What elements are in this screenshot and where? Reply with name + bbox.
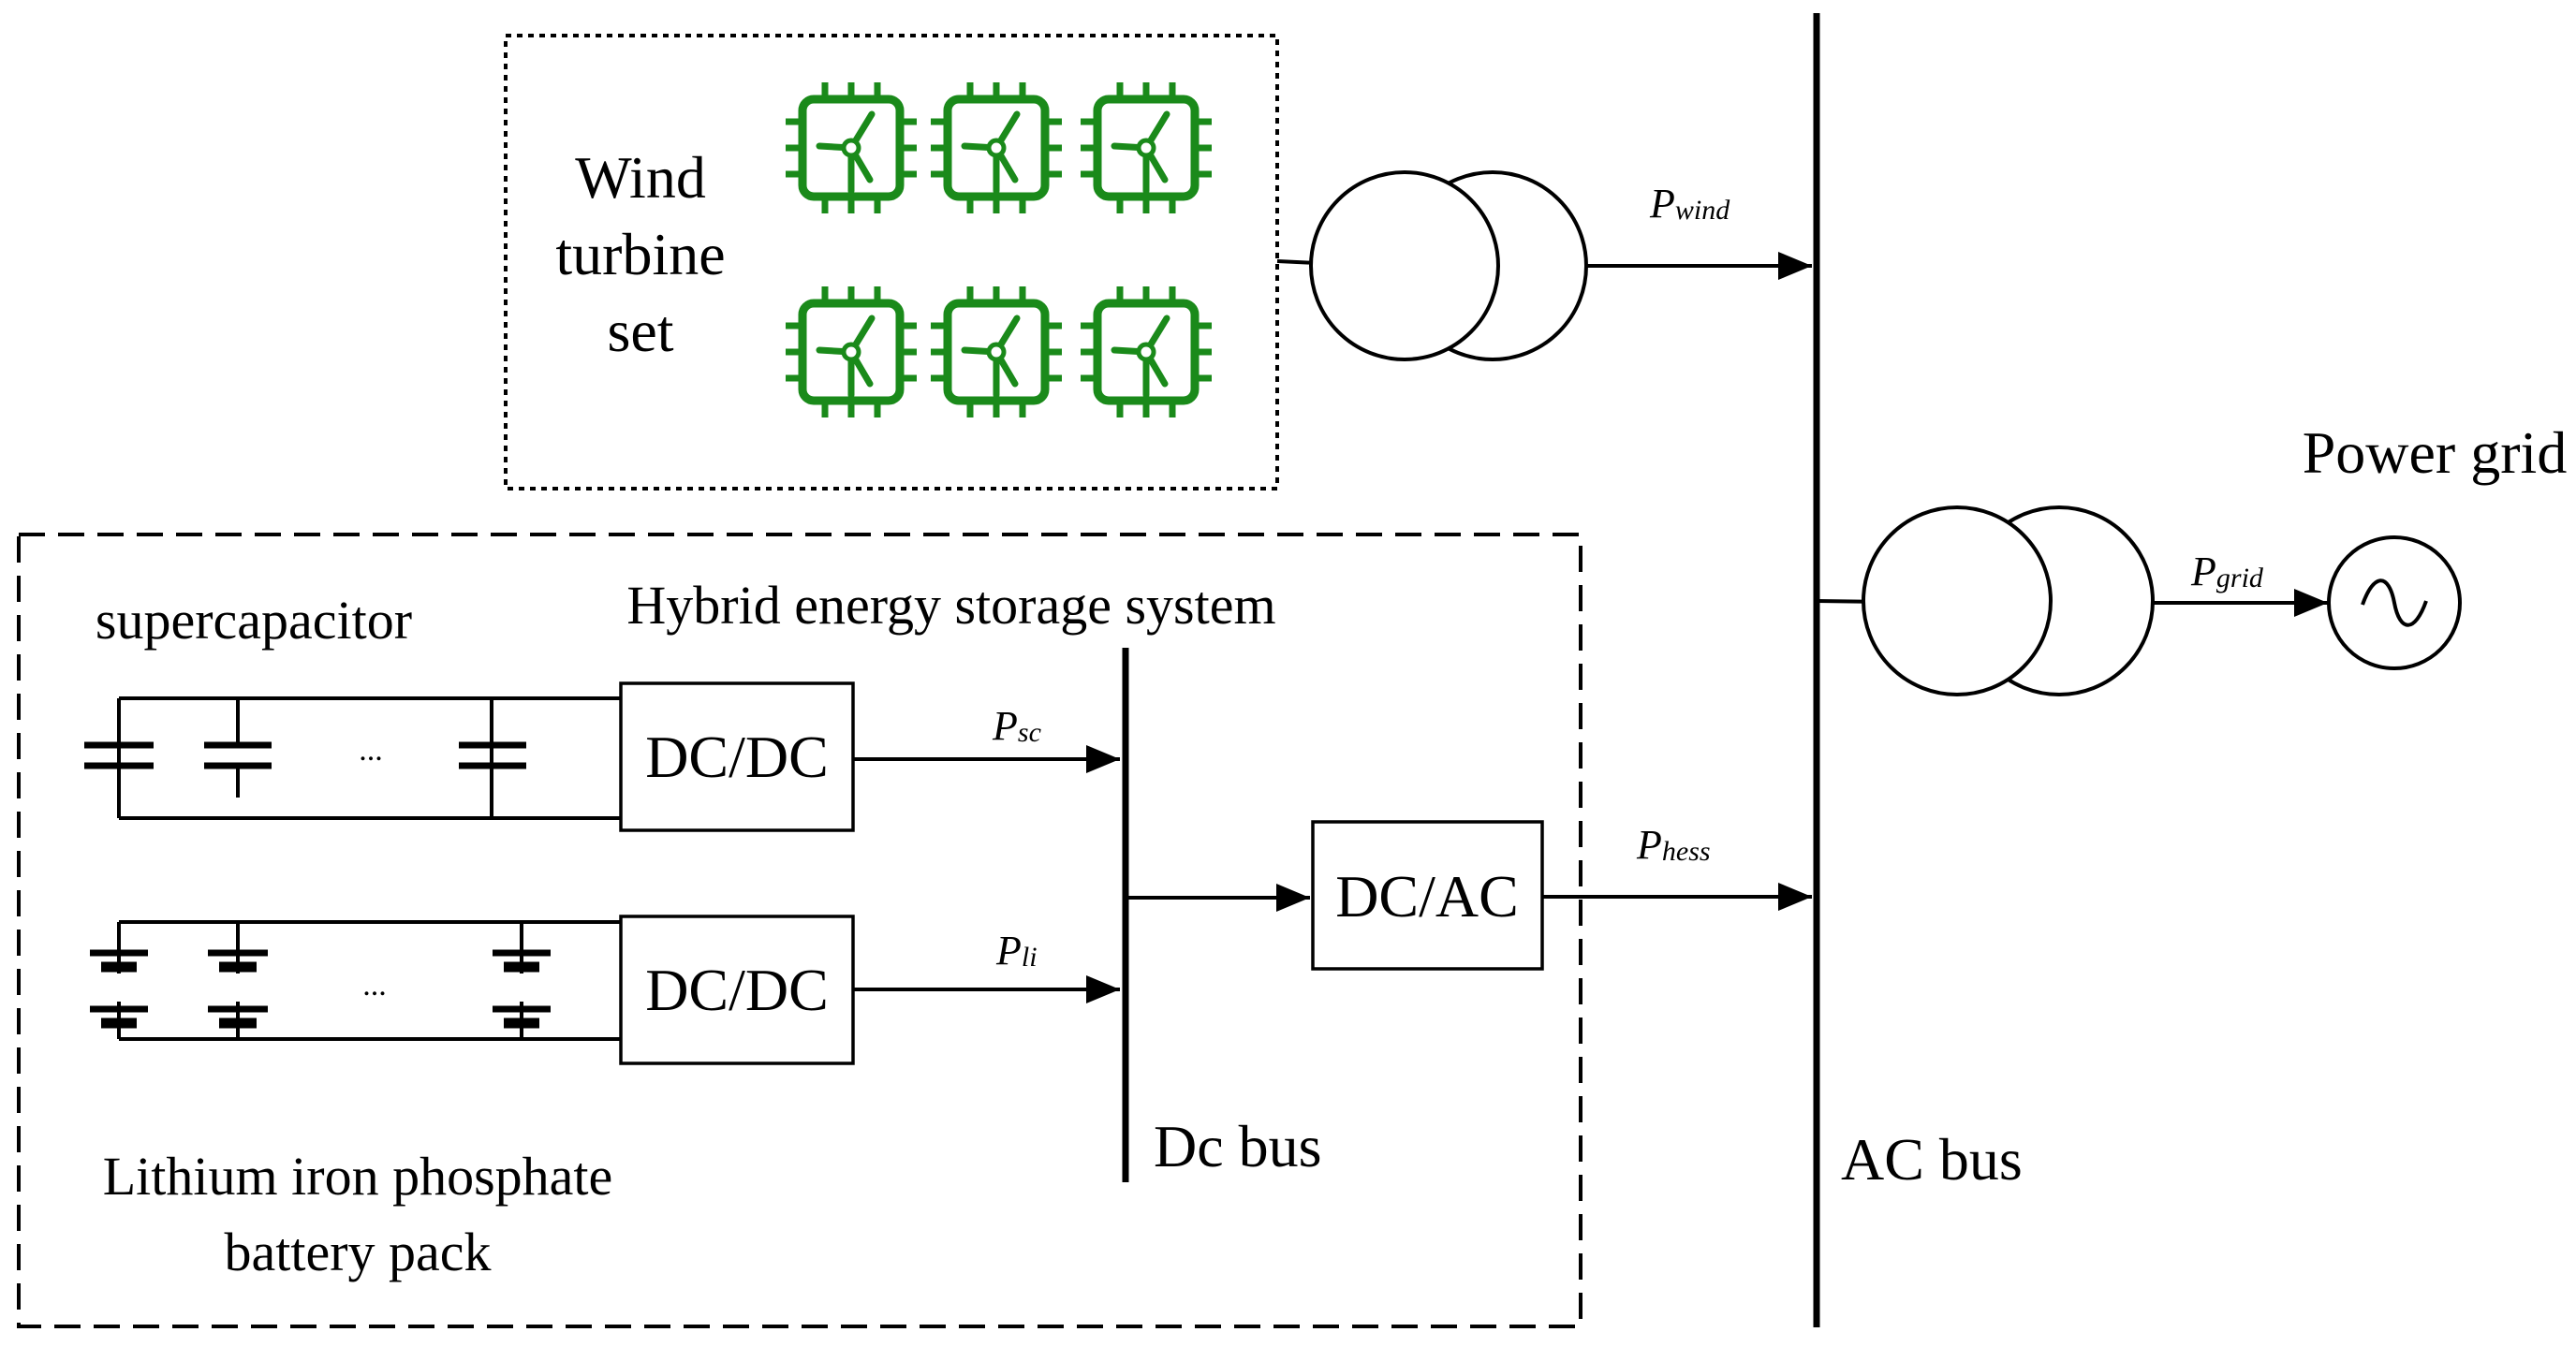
wind-turbine-icon — [931, 82, 1062, 213]
grid-transformer-icon — [1862, 505, 2155, 696]
wind-turbine-icon — [1081, 286, 1212, 417]
supercapacitor-label: supercapacitor — [96, 590, 412, 651]
battery-ellipsis: ... — [362, 968, 387, 1003]
wind-label-line-2: turbine — [555, 221, 725, 287]
battery-label-line-2: battery pack — [224, 1222, 491, 1282]
dcdc-sc-label: DC/DC — [645, 724, 829, 790]
wind-transformer-icon — [1309, 170, 1588, 361]
p-li-label: Pli — [995, 928, 1038, 974]
p-grid-label: Pgrid — [2190, 549, 2264, 594]
wind-turbine-icon — [786, 286, 917, 417]
hybrid-energy-storage-system: Hybrid energy storage system supercapaci… — [17, 533, 1582, 1328]
wind-label-line-1: Wind — [575, 144, 706, 211]
grid-connection: Pgrid Power grid — [1816, 419, 2568, 696]
power-grid-label: Power grid — [2303, 419, 2568, 486]
ac-source-icon — [2327, 535, 2462, 670]
p-sc-label: Psc — [992, 703, 1041, 749]
wind-turbine-icon — [931, 286, 1062, 417]
p-wind-label: Pwind — [1649, 181, 1730, 227]
hess-title: Hybrid energy storage system — [626, 575, 1275, 636]
dcac-inverter — [1311, 820, 1544, 971]
battery-string: ... — [90, 920, 621, 1041]
battery-label-line-1: Lithium iron phosphate — [103, 1146, 613, 1207]
wind-turbine-icon — [786, 82, 917, 213]
wind-turbine-set: Wind turbine set — [504, 34, 1279, 490]
wind-connection: Pwind — [1276, 170, 1812, 361]
p-hess-label: Phess — [1636, 822, 1711, 868]
supercapacitor-string: ... — [84, 696, 621, 820]
ac-bus-label: AC bus — [1841, 1126, 2023, 1193]
dcac-label: DC/AC — [1335, 863, 1519, 930]
wind-label-line-3: set — [607, 298, 673, 364]
dcdc-sc-converter — [619, 681, 855, 832]
dc-bus-label: Dc bus — [1154, 1113, 1322, 1179]
dcdc-li-label: DC/DC — [645, 957, 829, 1023]
wind-turbine-icon — [1081, 82, 1212, 213]
supercapacitor-ellipsis: ... — [359, 733, 383, 768]
